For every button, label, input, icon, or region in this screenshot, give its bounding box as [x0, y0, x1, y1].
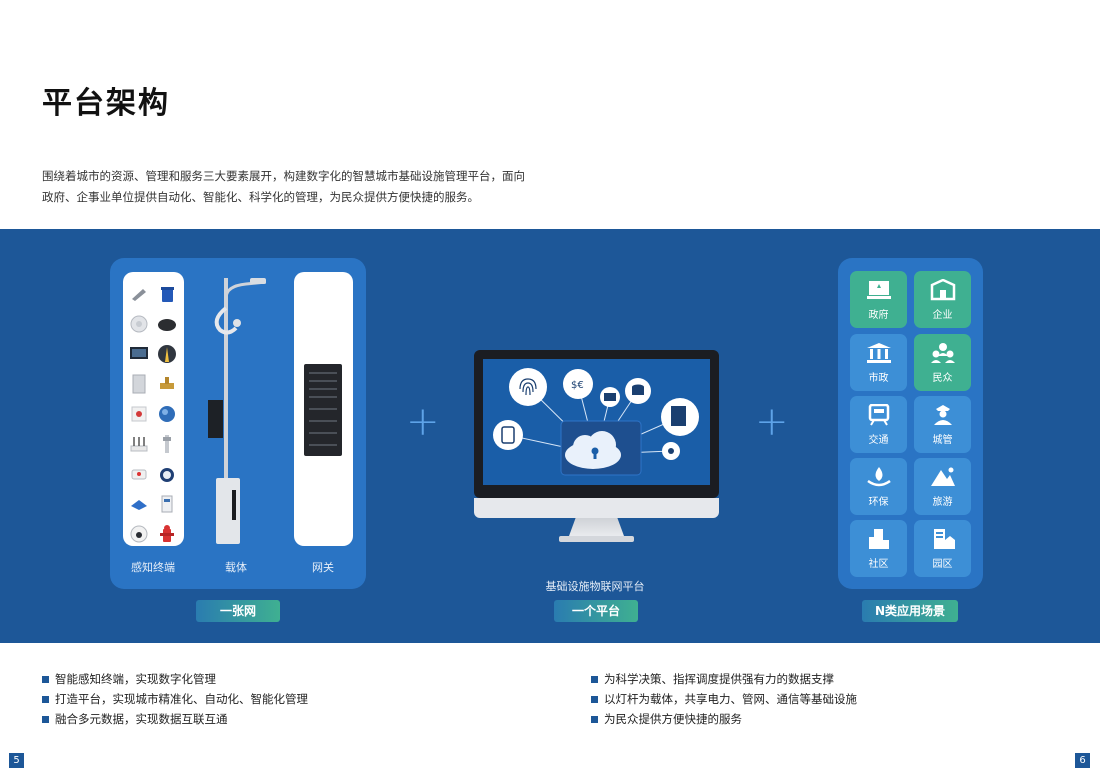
enterprise-icon	[930, 278, 955, 300]
list-item: 为科学决策、指挥调度提供强有力的数据支撑	[591, 669, 857, 689]
valve-icon	[157, 374, 177, 394]
tile-label: 环保	[868, 496, 889, 508]
pipe-sensor-icon	[157, 434, 177, 454]
gateway-card	[294, 272, 353, 546]
intro-line-1: 围绕着城市的资源、管理和服务三大要素展开，构建数字化的智慧城市基础设施管理平台，…	[42, 169, 525, 183]
pill-n-scenarios: N类应用场景	[862, 600, 958, 622]
people-icon	[930, 342, 955, 363]
electric-meter-icon	[157, 494, 177, 514]
water-meter-icon	[157, 464, 177, 484]
list-item: 智能感知终端，实现数字化管理	[42, 669, 308, 689]
pill-one-network: 一张网	[196, 600, 280, 622]
intro-line-2: 政府、企事业单位提供自动化、智能化、科学化的管理，为民众提供方便快捷的服务。	[42, 190, 479, 204]
list-item: 融合多元数据，实现数据互联互通	[42, 709, 308, 729]
tile-tourism[interactable]: 旅游	[914, 458, 971, 515]
pipe-valve-icon	[129, 494, 149, 514]
tile-traffic[interactable]: 交通	[850, 396, 907, 453]
road-monitor-icon	[157, 344, 177, 364]
tile-municipal[interactable]: 市政	[850, 334, 907, 391]
tile-label: 企业	[932, 309, 953, 321]
label-gateway: 网关	[312, 561, 334, 574]
community-icon	[868, 528, 889, 549]
cabinet-icon	[129, 374, 149, 394]
smoke-detector-icon	[129, 314, 149, 334]
router-icon	[129, 434, 149, 454]
tile-label: 政府	[868, 309, 889, 321]
tile-enterprise[interactable]: 企业	[914, 271, 971, 328]
globe-sensor-icon	[157, 404, 177, 424]
page-number-right: 6	[1075, 753, 1090, 768]
charger-icon	[129, 464, 149, 484]
tile-park[interactable]: 园区	[914, 520, 971, 577]
trash-bin-icon	[157, 284, 177, 304]
bullet-list-left: 智能感知终端，实现数字化管理 打造平台，实现城市精准化、自动化、智能化管理 融合…	[42, 669, 308, 729]
environment-icon	[866, 466, 891, 486]
server-icon	[304, 364, 342, 456]
tile-label: 旅游	[932, 496, 953, 508]
label-carrier: 载体	[225, 561, 247, 574]
tile-label: 民众	[932, 372, 953, 384]
tourism-icon	[930, 467, 955, 486]
government-icon	[866, 280, 891, 299]
traffic-icon	[868, 403, 889, 426]
list-item: 打造平台，实现城市精准化、自动化、智能化管理	[42, 689, 308, 709]
tile-label: 社区	[868, 558, 889, 570]
camera-dome-icon	[129, 524, 149, 544]
plus-icon: +	[755, 399, 789, 445]
display-screen-icon	[129, 344, 149, 364]
urban-management-icon	[933, 404, 952, 425]
tile-label: 城管	[932, 434, 953, 446]
manhole-sensor-icon	[157, 314, 177, 334]
tile-government[interactable]: 政府	[850, 271, 907, 328]
tile-label: 园区	[932, 558, 953, 570]
tile-urban-management[interactable]: 城管	[914, 396, 971, 453]
tile-label: 市政	[868, 372, 889, 384]
tile-people[interactable]: 民众	[914, 334, 971, 391]
label-sensor-terminal: 感知终端	[131, 561, 175, 574]
svg-text:$€: $€	[571, 380, 584, 391]
park-icon	[933, 528, 955, 549]
fire-hydrant-icon	[157, 524, 177, 544]
smart-pole-icon	[208, 278, 266, 544]
municipal-icon	[866, 342, 891, 363]
alarm-box-icon	[129, 404, 149, 424]
network-panel: 感知终端 载体 网关	[110, 258, 366, 589]
tile-community[interactable]: 社区	[850, 520, 907, 577]
platform-monitor: $€	[474, 350, 719, 548]
platform-label: 基础设施物联网平台	[545, 580, 645, 593]
intro-paragraph: 围绕着城市的资源、管理和服务三大要素展开，构建数字化的智慧城市基础设施管理平台，…	[42, 166, 542, 208]
page-title: 平台架构	[42, 86, 170, 121]
page-number-left: 5	[9, 753, 24, 768]
tile-environment[interactable]: 环保	[850, 458, 907, 515]
iot-network-illustration: $€	[483, 359, 710, 485]
street-lamp-icon	[129, 284, 149, 304]
tile-label: 交通	[868, 434, 889, 446]
sensor-terminal-card	[123, 272, 184, 546]
list-item: 为民众提供方便快捷的服务	[591, 709, 857, 729]
pill-one-platform: 一个平台	[554, 600, 638, 622]
plus-icon: +	[406, 399, 440, 445]
bullet-list-right: 为科学决策、指挥调度提供强有力的数据支撑 以灯杆为载体，共享电力、管网、通信等基…	[591, 669, 857, 729]
list-item: 以灯杆为载体，共享电力、管网、通信等基础设施	[591, 689, 857, 709]
